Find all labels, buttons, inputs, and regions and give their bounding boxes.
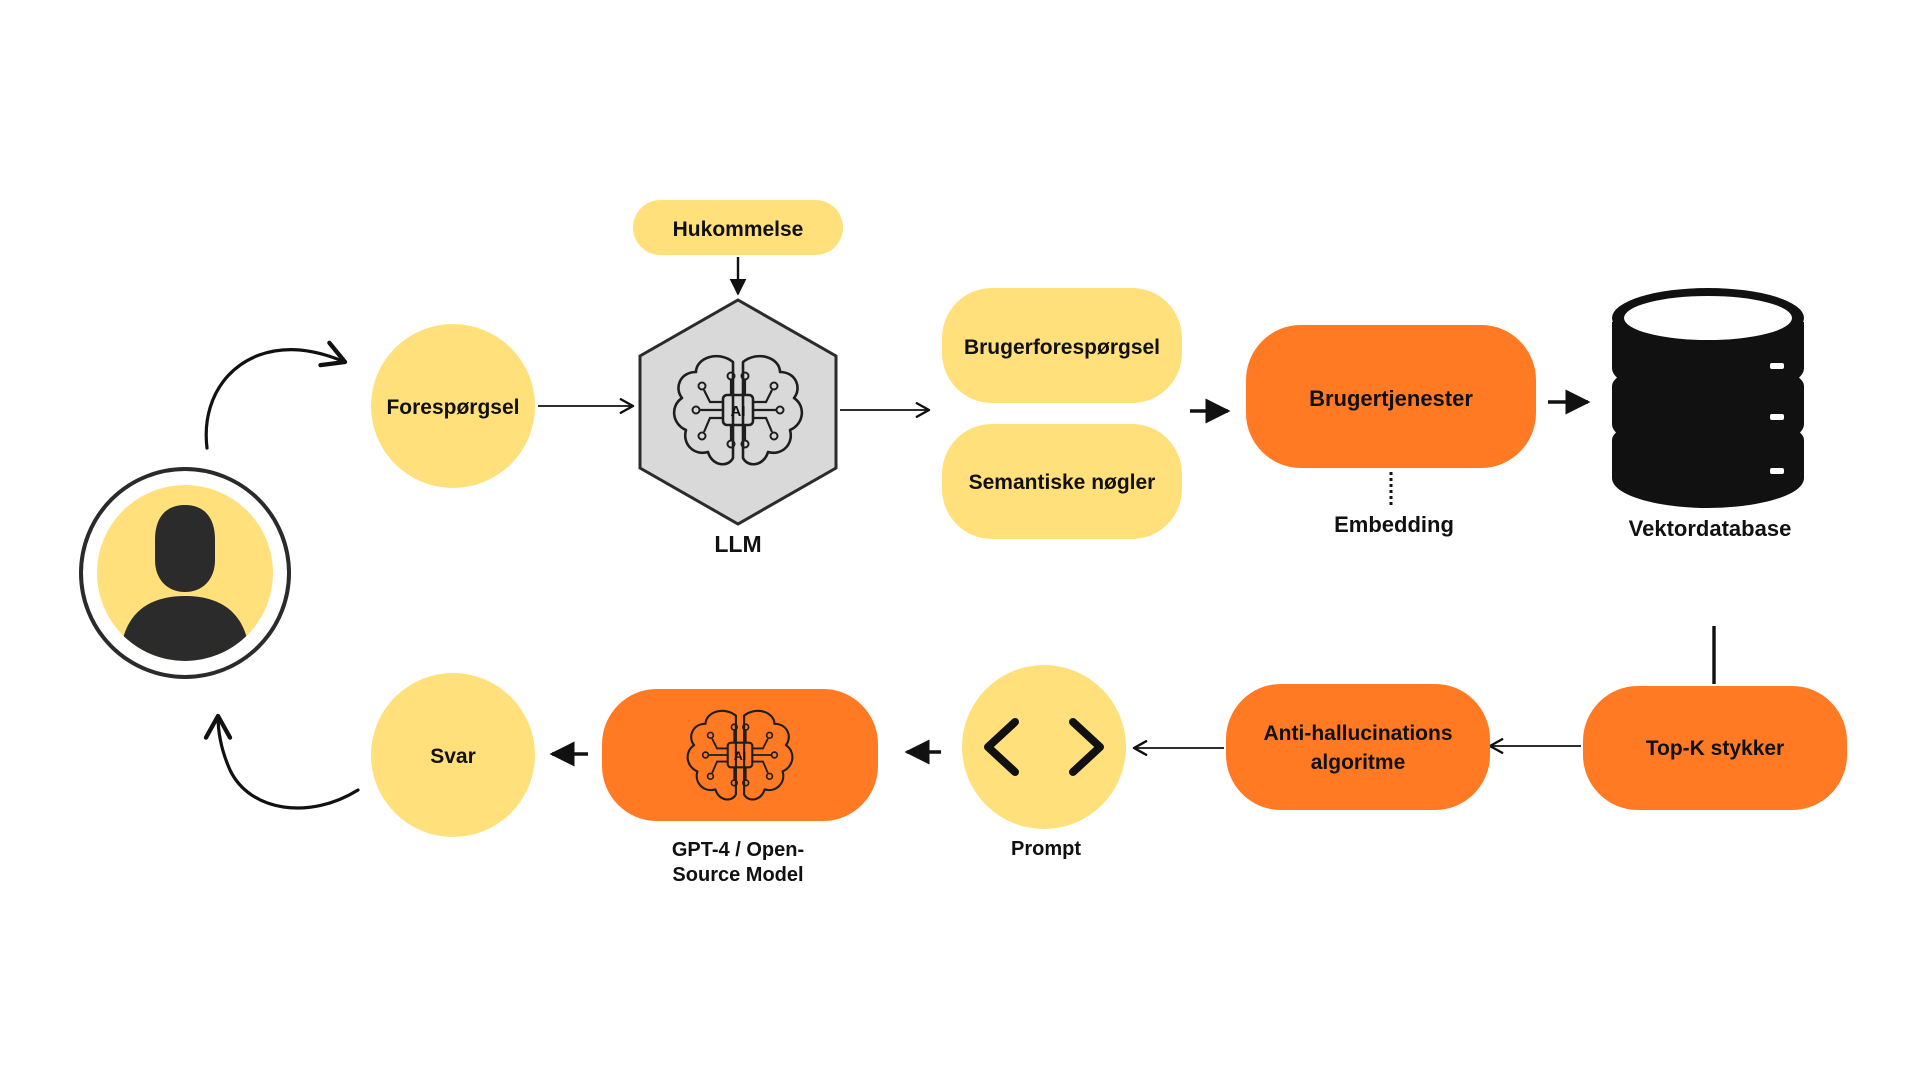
request-node: Forespørgsel <box>371 324 535 488</box>
database-stack-icon <box>1612 288 1804 508</box>
request-label: Forespørgsel <box>386 396 519 419</box>
gpt-caption-line1: GPT-4 / Open- <box>672 839 804 861</box>
user-services-label: Brugertjenester <box>1309 386 1473 411</box>
gpt-caption-line2: Source Model <box>672 864 803 886</box>
user-services-node: Brugertjenester <box>1246 325 1536 468</box>
user-request-label: Brugerforespørgsel <box>964 336 1160 359</box>
prompt-caption: Prompt <box>1011 838 1081 860</box>
semantic-keys-label: Semantiske nøgler <box>969 471 1156 494</box>
semantic-keys-node: Semantiske nøgler <box>942 424 1182 539</box>
user-avatar-icon <box>120 505 250 661</box>
anti-hallucination-node: Anti-hallucinations algoritme <box>1226 684 1490 810</box>
memory-label: Hukommelse <box>673 218 804 241</box>
llm-caption: LLM <box>714 531 761 557</box>
embedding-caption: Embedding <box>1334 512 1454 537</box>
user-avatar <box>79 467 291 679</box>
gpt-node: AI <box>602 689 878 821</box>
anti-halluc-label-line2: algoritme <box>1311 751 1406 774</box>
llm-chip-label: AI <box>731 403 746 420</box>
arrow-answer-to-user <box>203 713 360 810</box>
llm-node: AI <box>638 298 838 526</box>
ai-brain-chip-icon: AI <box>672 354 804 466</box>
gpt-chip-label: AI <box>734 749 746 763</box>
vector-db-caption: Vektordatabase <box>1629 516 1792 541</box>
code-brackets-icon <box>984 718 1104 776</box>
ai-brain-chip-icon: AI <box>686 709 794 801</box>
memory-node: Hukommelse <box>633 200 843 255</box>
top-k-label: Top-K stykker <box>1646 737 1784 760</box>
answer-label: Svar <box>430 745 476 768</box>
user-request-node: Brugerforespørgsel <box>942 288 1182 403</box>
top-k-node: Top-K stykker <box>1583 686 1847 810</box>
prompt-node <box>962 665 1126 829</box>
anti-halluc-label-line1: Anti-hallucinations <box>1264 722 1453 745</box>
answer-node: Svar <box>371 673 535 837</box>
arrow-user-to-request <box>204 340 348 450</box>
